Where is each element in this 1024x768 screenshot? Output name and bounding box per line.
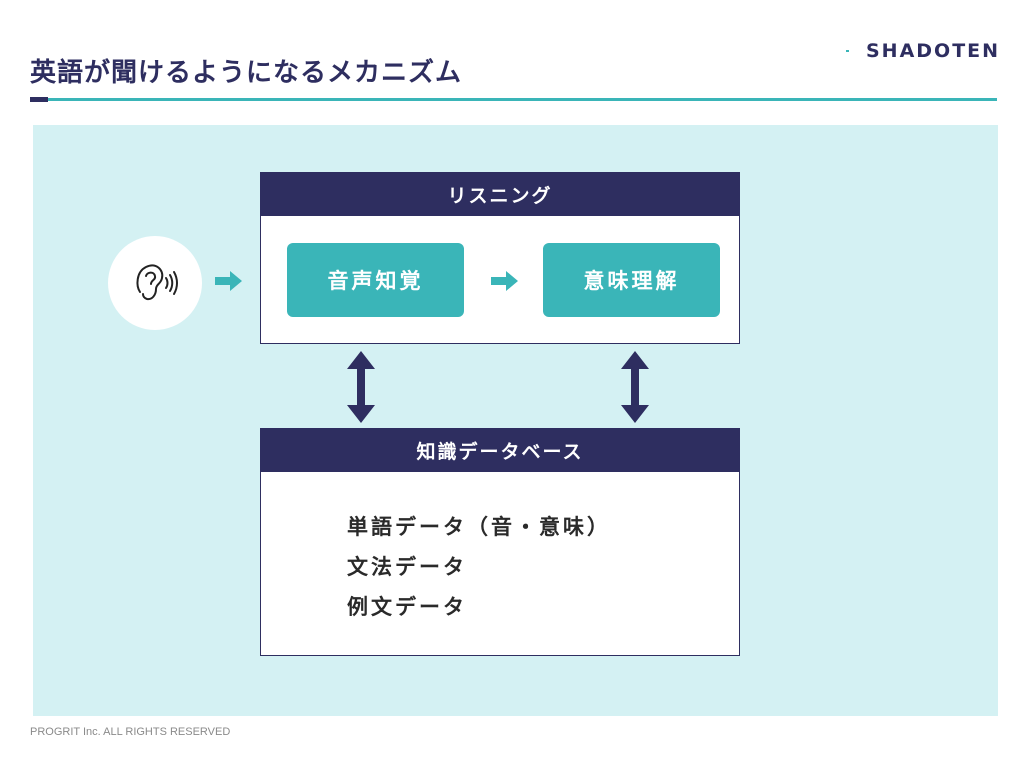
knowledge-list: 単語データ（音・意味） 文法データ 例文データ [347, 507, 611, 627]
listening-title: リスニング [261, 173, 739, 216]
step-arrow [491, 271, 518, 291]
copyright: PROGRIT Inc. ALL RIGHTS RESERVED [30, 726, 231, 738]
brand-mark [846, 50, 849, 52]
step-perception: 音声知覚 [287, 243, 464, 317]
title-underline-accent [30, 97, 48, 102]
step-comprehension: 意味理解 [543, 243, 720, 317]
listening-box: リスニング 音声知覚 意味理解 [260, 172, 740, 344]
title-underline [30, 98, 997, 101]
knowledge-title: 知識データベース [261, 429, 739, 472]
knowledge-item-grammar: 文法データ [347, 555, 467, 579]
ear-icon [136, 264, 178, 301]
knowledge-item-vocab: 単語データ（音・意味） [347, 515, 611, 539]
knowledge-box: 知識データベース 単語データ（音・意味） 文法データ 例文データ [260, 428, 740, 656]
page-title: 英語が聞けるようになるメカニズム [30, 58, 463, 88]
brand-logo: SHADOTEN [866, 40, 1001, 62]
link-arrow-left [347, 351, 375, 423]
link-arrow-right [621, 351, 649, 423]
knowledge-item-examples: 例文データ [347, 595, 467, 619]
input-arrow [215, 271, 242, 291]
ear-badge [108, 236, 202, 330]
